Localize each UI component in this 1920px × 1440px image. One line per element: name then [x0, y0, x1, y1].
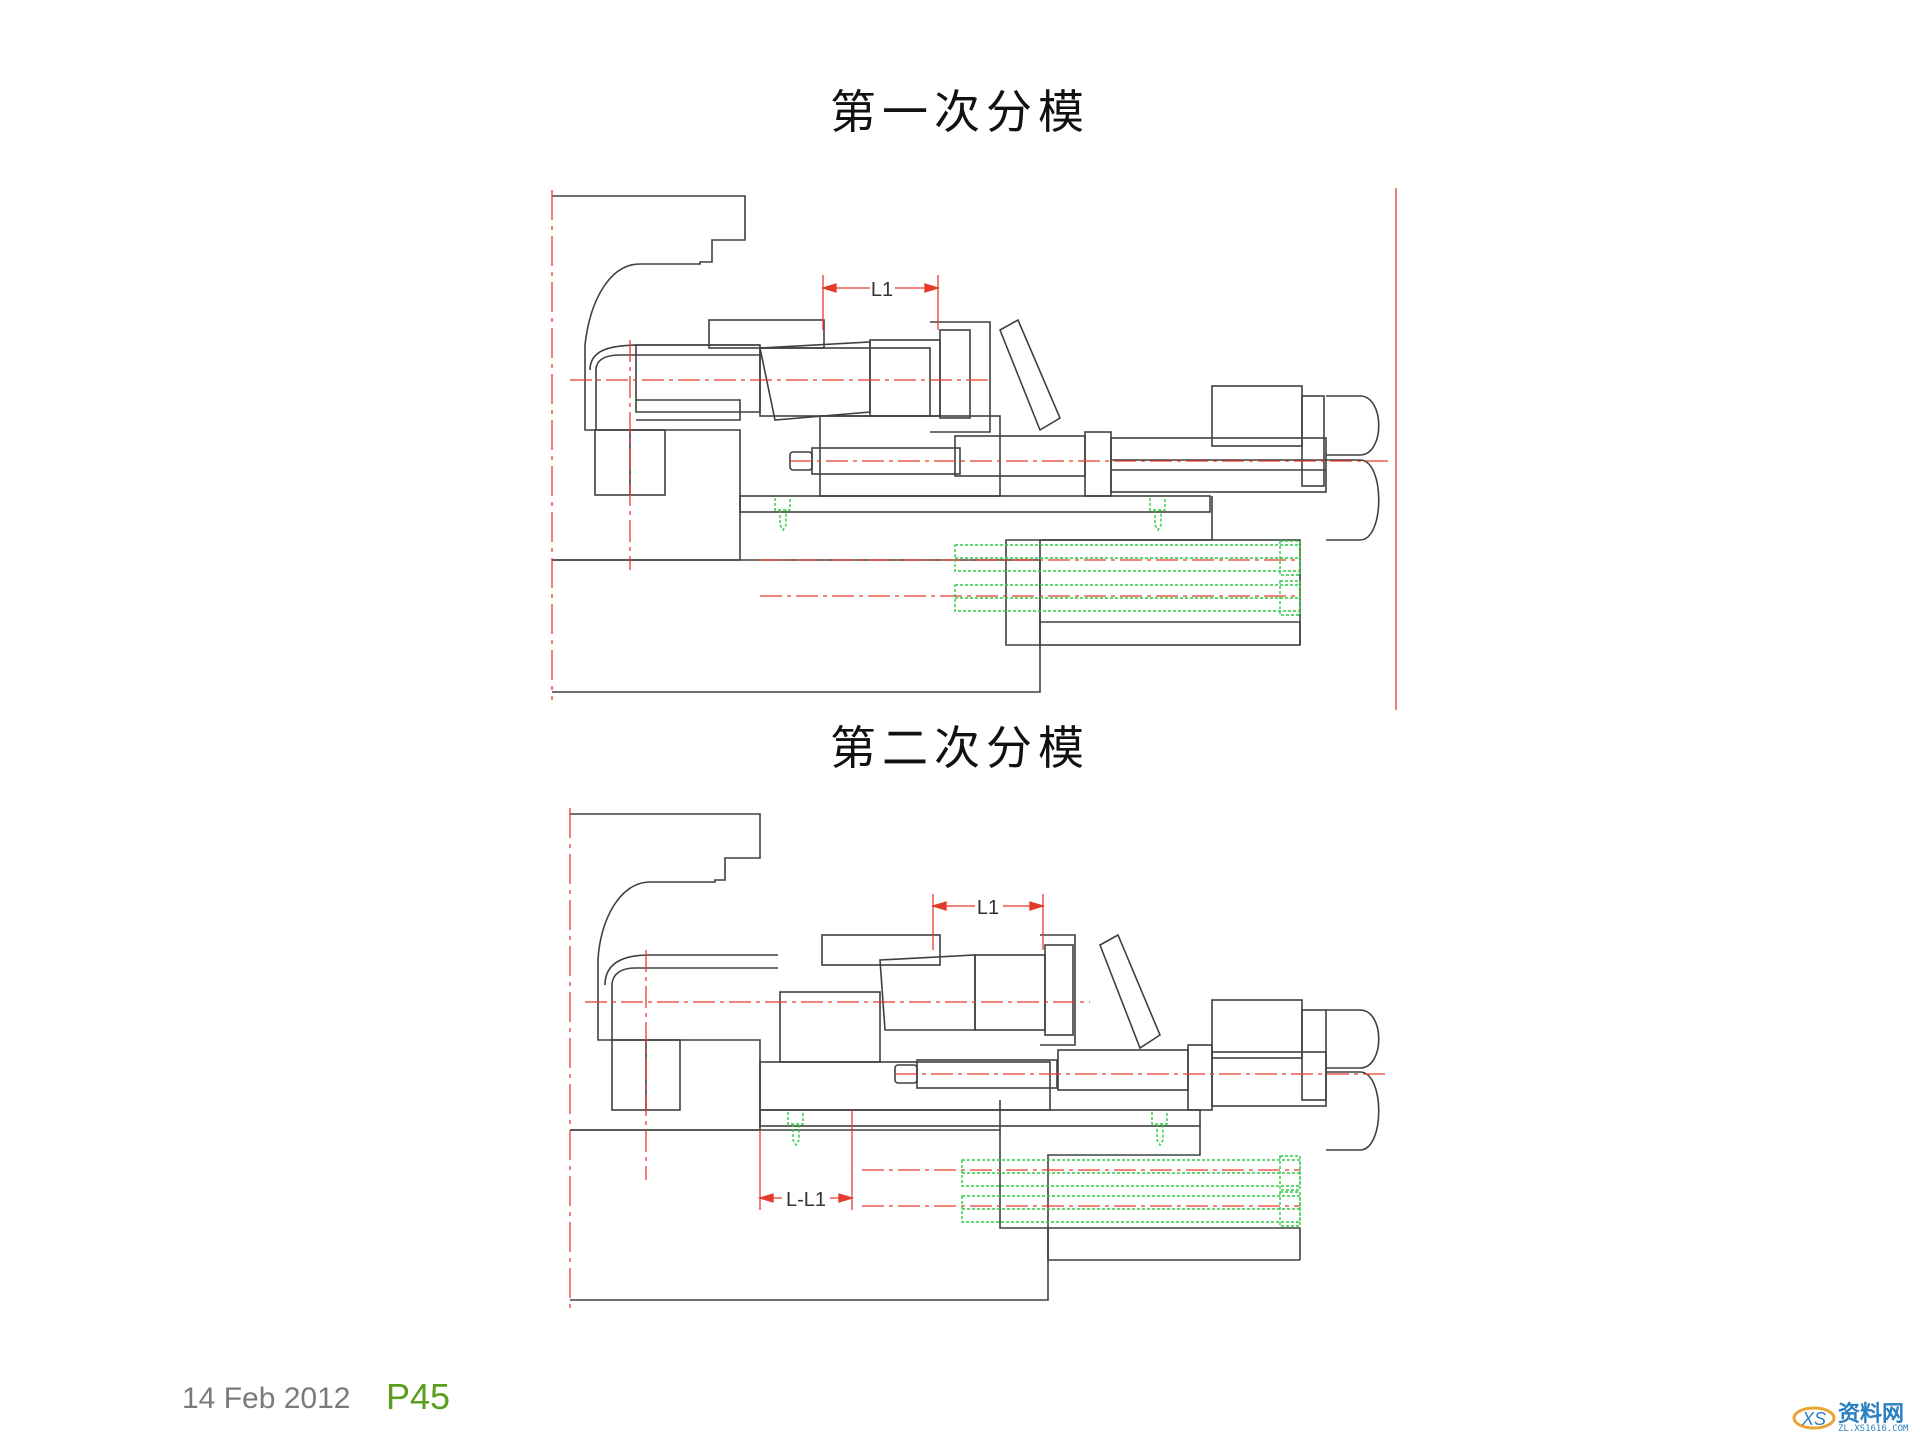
dimension-l1-first: L1: [871, 279, 893, 301]
watermark-url: ZL.XS1616.COM: [1838, 1424, 1909, 1434]
title-second-parting: 第二次分模: [830, 721, 1090, 775]
footer-page-number: P45: [386, 1376, 451, 1417]
footer-date: 14 Feb 2012: [182, 1382, 351, 1415]
title-first-parting: 第一次分模: [830, 85, 1090, 139]
watermark-logo-icon: XS: [1792, 1406, 1836, 1430]
svg-text:XS: XS: [1801, 1409, 1826, 1429]
dimension-l1-second: L1: [977, 897, 999, 919]
dimension-l-minus-l1: L-L1: [786, 1189, 826, 1211]
watermark-brand: 资料网: [1838, 1402, 1905, 1427]
